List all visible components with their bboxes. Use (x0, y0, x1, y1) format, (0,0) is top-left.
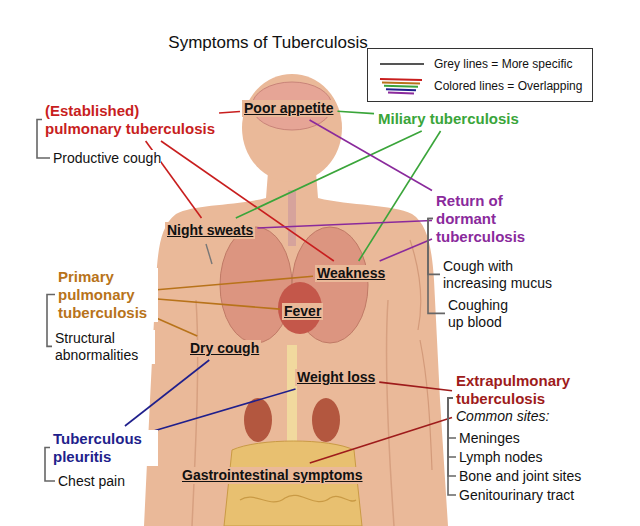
label-text: Miliary tuberculosis (378, 110, 519, 128)
label-text: Weight loss (295, 369, 377, 386)
legend-text: Grey lines = More specific (434, 57, 572, 71)
overlap-connector (379, 382, 452, 391)
overlap-connector (151, 276, 313, 290)
specific-connector (448, 398, 456, 457)
trachea (288, 190, 296, 246)
label-text: Extrapulmonary tuberculosis (456, 372, 586, 408)
overlap-connector (151, 299, 280, 310)
colored-line-sample (380, 79, 422, 80)
shared-symptom: Weakness (317, 265, 417, 282)
label-text: Dry cough (188, 340, 261, 357)
disease-type: Extrapulmonary tuberculosisCommon sites: (456, 372, 586, 425)
label-text: Tuberculous pleuritis (53, 430, 158, 466)
label-text: Weakness (315, 265, 387, 282)
specific-symptom: Meninges (459, 430, 619, 447)
specific-symptom: Genitourinary tract (459, 487, 619, 504)
disease-type: Primary pulmonary tuberculosis (58, 268, 158, 322)
disease-type: Miliary tuberculosis (378, 110, 548, 128)
body-silhouette (144, 172, 448, 526)
label-text: Poor appetite (242, 100, 335, 117)
overlap-connector (146, 389, 296, 433)
specific-connector (47, 295, 55, 347)
legend-box: Grey lines = More specificColored lines … (367, 48, 593, 102)
specific-symptom: Chest pain (58, 473, 158, 490)
specific-symptom: Cough with increasing mucus (443, 258, 563, 292)
kidney (312, 398, 340, 442)
left-lung (220, 227, 292, 343)
head (242, 74, 342, 182)
label-text: Meninges (459, 430, 520, 447)
specific-symptom: Bone and joint sites (459, 468, 619, 485)
overlap-connector (337, 111, 374, 113)
legend-row: Colored lines = Overlapping (378, 75, 582, 97)
disease-type: Tuberculous pleuritis (53, 430, 158, 466)
label-text: Genitourinary tract (459, 487, 574, 504)
line-sample (378, 55, 426, 73)
shared-symptom: Weight loss (297, 369, 407, 386)
legend-text: Colored lines = Overlapping (434, 79, 582, 93)
diagram-title: Symptoms of Tuberculosis (168, 28, 368, 54)
shared-symptom: Night sweats (167, 222, 287, 239)
line-sample (378, 77, 426, 95)
label-text: Lymph nodes (459, 449, 543, 466)
colored-line-sample (384, 86, 418, 87)
specific-connector (448, 398, 456, 495)
shared-symptom: Poor appetite (244, 100, 374, 117)
label-text: Chest pain (58, 473, 125, 490)
overlap-connector (125, 360, 209, 426)
colored-line-sample (386, 89, 416, 90)
label-text: Primary pulmonary tuberculosis (58, 268, 158, 322)
label-text: Productive cough (53, 150, 161, 167)
disease-type: Return of dormant tuberculosis (436, 192, 536, 246)
colored-line-sample (382, 82, 420, 83)
overlap-connector (151, 316, 197, 336)
overlap-connector (310, 418, 452, 463)
specific-symptom: Lymph nodes (459, 449, 619, 466)
shared-symptom: Gastrointestinal symptoms (182, 467, 412, 484)
overlap-connector (380, 239, 432, 261)
leader-line (206, 244, 212, 264)
arm-contour (192, 300, 394, 526)
specific-symptom: Structural abnormalities (55, 330, 155, 364)
specific-symptom: Productive cough (53, 150, 193, 167)
label-text: Bone and joint sites (459, 468, 581, 485)
label-text: Coughing up blood (448, 297, 520, 331)
label-text: Structural abnormalities (55, 330, 155, 364)
specific-connector (448, 398, 456, 476)
label-text: Gastrointestinal symptoms (180, 467, 365, 484)
overlap-connector (310, 120, 432, 191)
disease-type: (Established) pulmonary tuberculosis (45, 102, 218, 138)
intestine-fold (240, 495, 356, 502)
shared-symptom: Dry cough (190, 340, 290, 357)
overlap-connector (257, 221, 432, 228)
label-text: (Established) pulmonary tuberculosis (45, 102, 218, 138)
label-text: Fever (282, 303, 323, 320)
specific-connector (448, 398, 456, 438)
colored-line-sample (388, 93, 414, 94)
label-text: Return of dormant tuberculosis (436, 192, 536, 246)
overlap-connector (219, 112, 240, 114)
grey-line-sample (380, 63, 424, 65)
label-text: Cough with increasing mucus (443, 258, 563, 292)
overlap-connector (161, 141, 334, 261)
legend-row: Grey lines = More specific (378, 53, 582, 75)
subheading: Common sites: (456, 408, 549, 425)
kidney (244, 398, 272, 442)
shared-symptom: Fever (284, 303, 364, 320)
label-text: Night sweats (165, 222, 255, 239)
specific-symptom: Coughing up blood (448, 297, 520, 331)
